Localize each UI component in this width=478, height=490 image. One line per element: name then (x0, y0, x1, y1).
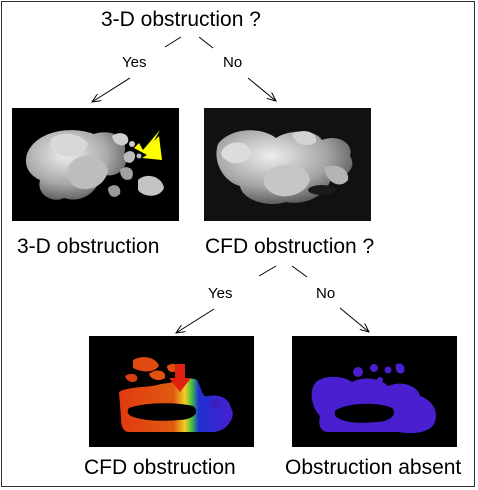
question-cfd-obstruction: CFD obstruction ? (205, 235, 375, 258)
branch-line-yes-1 (164, 36, 182, 48)
result-cfd-obstruction: CFD obstruction (84, 456, 236, 479)
airway-3d-model-unobstructed-image (204, 108, 371, 221)
branch-line-no-1 (198, 36, 214, 49)
yes-label-1: Yes (122, 54, 147, 71)
cfd-obstructed-image (89, 336, 254, 447)
branch-line-no-2 (291, 265, 308, 278)
cfd-unobstructed-image (292, 336, 457, 447)
question-3d-obstruction: 3-D obstruction ? (101, 8, 261, 31)
no-label-1: No (223, 54, 243, 71)
red-highlight-arrow (169, 364, 191, 392)
branch-line-yes-2 (258, 265, 277, 277)
arrow-no-1 (247, 77, 276, 101)
arrow-yes-1 (92, 77, 131, 102)
arrow-yes-2 (176, 308, 215, 333)
yes-label-2: Yes (208, 285, 233, 302)
yellow-highlight-arrow (134, 130, 162, 160)
arrow-no-2 (339, 307, 369, 332)
result-obstruction-absent: Obstruction absent (285, 456, 462, 479)
result-3d-obstruction: 3-D obstruction (17, 235, 160, 258)
airway-3d-model-obstructed-image (12, 108, 179, 221)
no-label-2: No (316, 285, 336, 302)
